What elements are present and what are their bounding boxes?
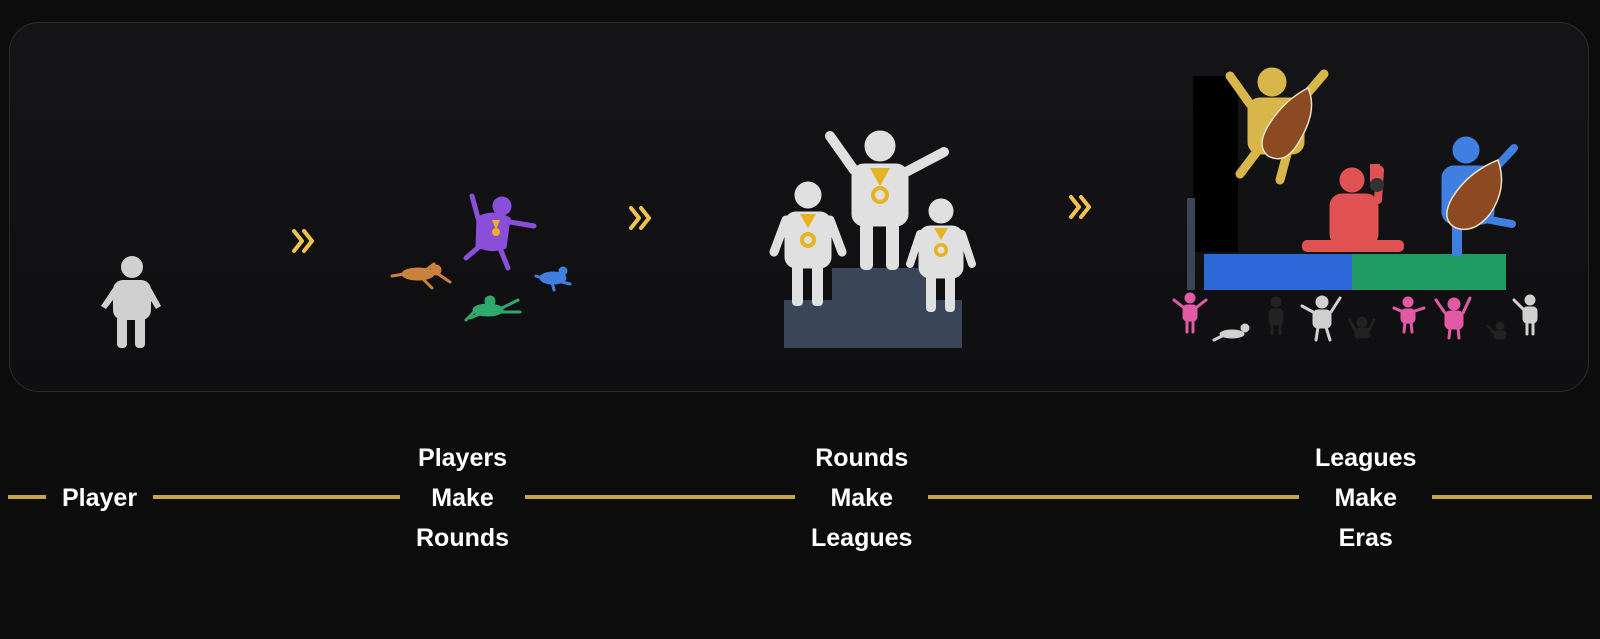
stage-label-leagues-make-eras: Leagues Make Eras (1299, 438, 1433, 558)
podium-icon (769, 130, 976, 348)
stage-label-line: Player (62, 484, 138, 512)
stage-label-line: Eras (1338, 524, 1393, 552)
stage-label-line: Make (1334, 484, 1397, 512)
purple-player-figure (463, 193, 537, 271)
stage-label-line: Make (830, 484, 893, 512)
stage-label-players-make-rounds: Players Make Rounds (400, 438, 526, 558)
chevron-double-right-icon (1069, 195, 1091, 219)
blue-player-figure (534, 266, 572, 292)
crowd-figures (1172, 292, 1538, 342)
player-icon (101, 256, 161, 348)
speaker-tower (1193, 76, 1238, 252)
chevron-double-right-icon (292, 229, 314, 253)
stage-label-line: Rounds (416, 524, 510, 552)
stage-label-line: Rounds (815, 444, 909, 472)
chevron-double-right-icon (629, 206, 651, 230)
podium-top (832, 268, 926, 308)
stage-label-line: Make (431, 484, 494, 512)
green-player-figure (464, 295, 522, 322)
stage-green-block (1352, 254, 1506, 290)
guitar-icon (1261, 86, 1313, 160)
stage-label-rounds-make-leagues: Rounds Make Leagues (795, 438, 929, 558)
stage-blue-block (1204, 254, 1354, 290)
stage-label-line: Players (418, 444, 507, 472)
concert-stage-icon (1172, 67, 1538, 342)
orange-player-figure (390, 262, 452, 290)
stage-label-line: Leagues (1315, 444, 1417, 472)
stage-label-line: Leagues (811, 524, 913, 552)
stage-label-player: Player (46, 478, 154, 518)
scattered-players-icon (390, 193, 572, 322)
guitar-icon (1446, 159, 1503, 231)
